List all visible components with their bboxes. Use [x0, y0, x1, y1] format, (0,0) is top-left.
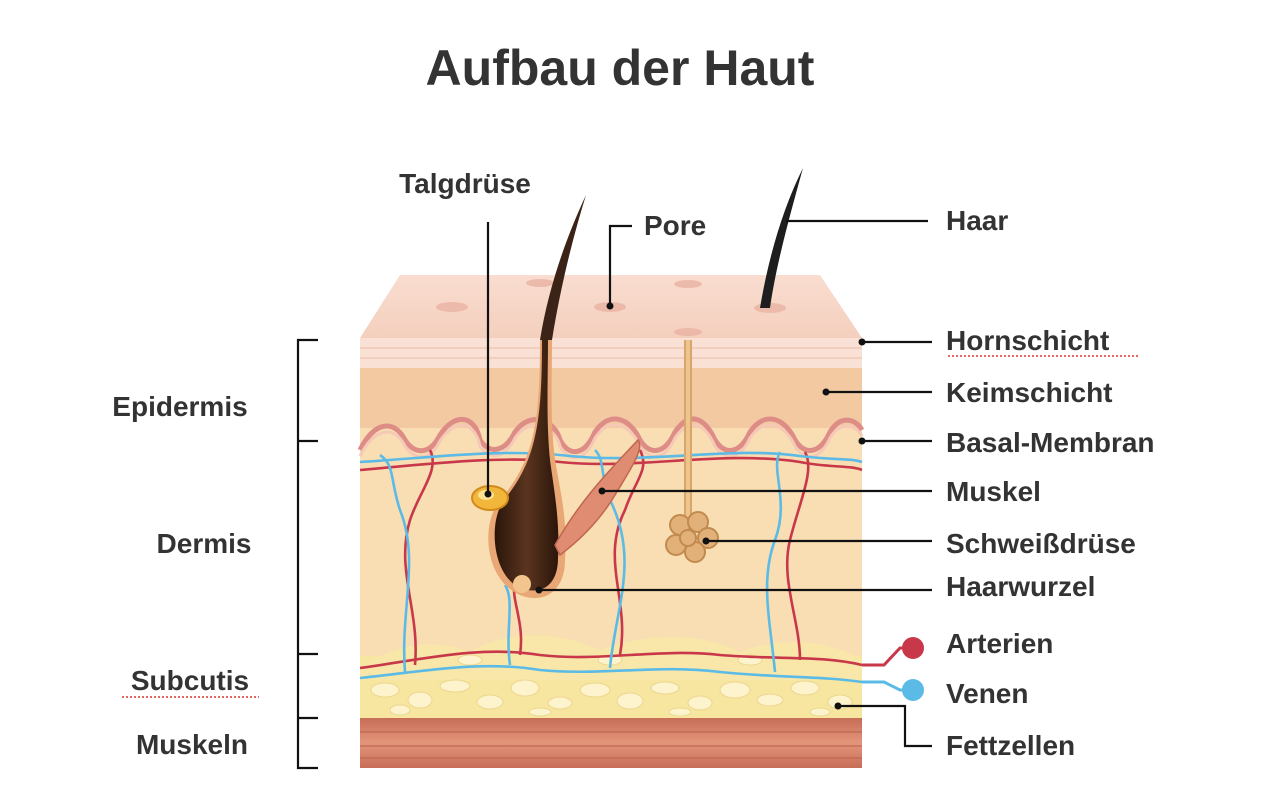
- leader-basal-membran: [858, 437, 932, 445]
- label-schweissdruese: Schweißdrüse: [946, 528, 1136, 559]
- label-haarwurzel: Haarwurzel: [946, 571, 1095, 602]
- label-dermis: Dermis: [157, 528, 252, 559]
- leader-schweissdruese: [702, 537, 932, 545]
- left-bracket: [296, 338, 318, 770]
- label-epidermis: Epidermis: [112, 391, 247, 422]
- sweat-gland: [665, 340, 719, 563]
- hair-right: [760, 168, 803, 308]
- fat-cells: [370, 654, 853, 717]
- muscle-layer: [360, 718, 862, 768]
- label-arterien: Arterien: [946, 628, 1053, 659]
- label-talgdruese: Talgdrüse: [399, 168, 531, 199]
- label-venen: Venen: [946, 678, 1028, 709]
- label-fettzellen: Fettzellen: [946, 730, 1075, 761]
- leader-haarwurzel: [535, 586, 932, 594]
- artery-marker: [862, 637, 924, 667]
- label-basal-membran: Basal-Membran: [946, 427, 1155, 458]
- leader-keimschicht: [822, 388, 932, 396]
- label-muskeln: Muskeln: [136, 729, 248, 760]
- leader-fettzellen: [834, 702, 932, 748]
- label-muskel: Muskel: [946, 476, 1041, 507]
- label-subcutis: Subcutis: [131, 665, 249, 696]
- sebaceous-gland: [471, 485, 509, 511]
- label-pore: Pore: [644, 210, 706, 241]
- leader-pore: [606, 224, 632, 310]
- vein-marker: [862, 679, 924, 701]
- skin-block: [357, 168, 865, 768]
- hair-follicle: [488, 195, 586, 599]
- arrector-muscle: [554, 438, 641, 557]
- leader-muskel: [598, 487, 932, 495]
- diagram-title: Aufbau der Haut: [426, 40, 815, 96]
- horn-layer: [360, 338, 862, 368]
- leader-talgdruese: [484, 222, 492, 498]
- basal-membrane: [357, 416, 865, 454]
- leader-hornschicht: [858, 338, 932, 346]
- label-hornschicht: Hornschicht: [946, 325, 1109, 356]
- label-keimschicht: Keimschicht: [946, 377, 1113, 408]
- hair-shaft: [540, 195, 586, 340]
- label-haar: Haar: [946, 205, 1008, 236]
